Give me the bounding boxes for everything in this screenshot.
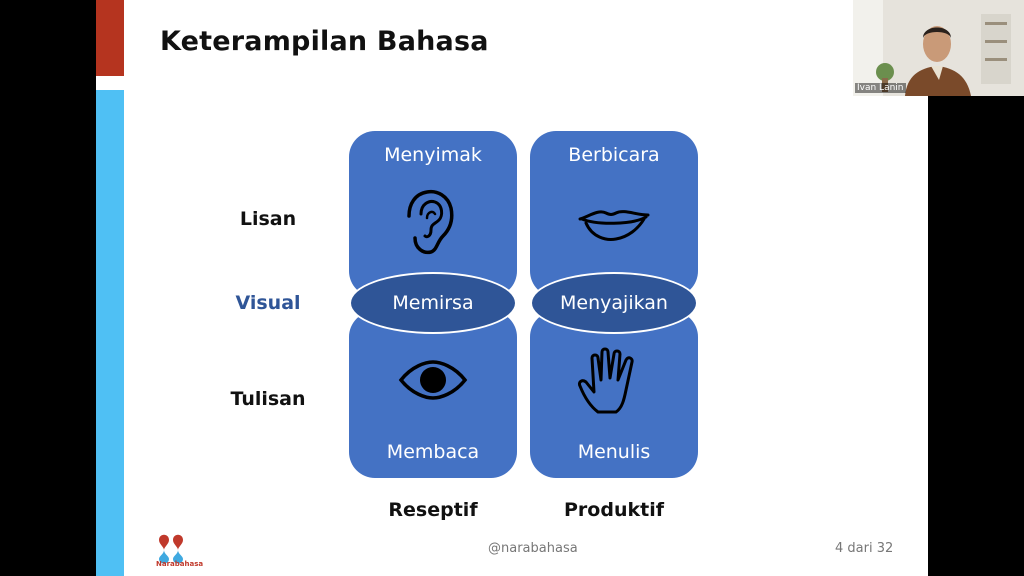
narabahasa-logo: [159, 534, 183, 564]
tile-label-membaca: Membaca: [386, 441, 480, 463]
lips-icon: [578, 210, 650, 241]
participant-video-image: [853, 0, 1024, 96]
page-number: 4 dari 32: [835, 541, 894, 556]
tile-label-menulis: Menulis: [577, 441, 651, 463]
eye-icon: [398, 360, 468, 400]
tile-label-menyimak: Menyimak: [384, 144, 482, 166]
row-label-visual: Visual: [235, 292, 301, 314]
accent-bar-blue: [96, 90, 124, 576]
tile-menyimak: [349, 131, 517, 297]
column-label-reseptif: Reseptif: [388, 499, 478, 521]
presentation-slide: Keterampilan Bahasa Lisan Visual Tulisan…: [96, 0, 928, 576]
footer-handle: @narabahasa: [488, 541, 578, 556]
oval-label-menyajikan: Menyajikan: [560, 292, 668, 314]
row-label-tulisan: Tulisan: [230, 388, 306, 410]
tile-menulis: [530, 311, 698, 478]
participant-name: Ivan Lanin: [855, 83, 906, 93]
row-label-lisan: Lisan: [239, 208, 297, 230]
ear-icon: [407, 189, 454, 255]
slide-title: Keterampilan Bahasa: [160, 26, 489, 57]
tile-membaca: [349, 311, 517, 478]
oval-menyajikan: Menyajikan: [530, 272, 698, 334]
logo-wordmark: Narabahasa: [156, 560, 204, 568]
column-label-produktif: Produktif: [564, 499, 664, 521]
oval-memirsa: Memirsa: [349, 272, 517, 334]
participant-video[interactable]: Ivan Lanin: [853, 0, 1024, 96]
oval-label-memirsa: Memirsa: [392, 292, 474, 314]
accent-bar-red: [96, 0, 124, 76]
hand-icon: [578, 347, 634, 414]
tile-label-berbicara: Berbicara: [568, 144, 660, 166]
